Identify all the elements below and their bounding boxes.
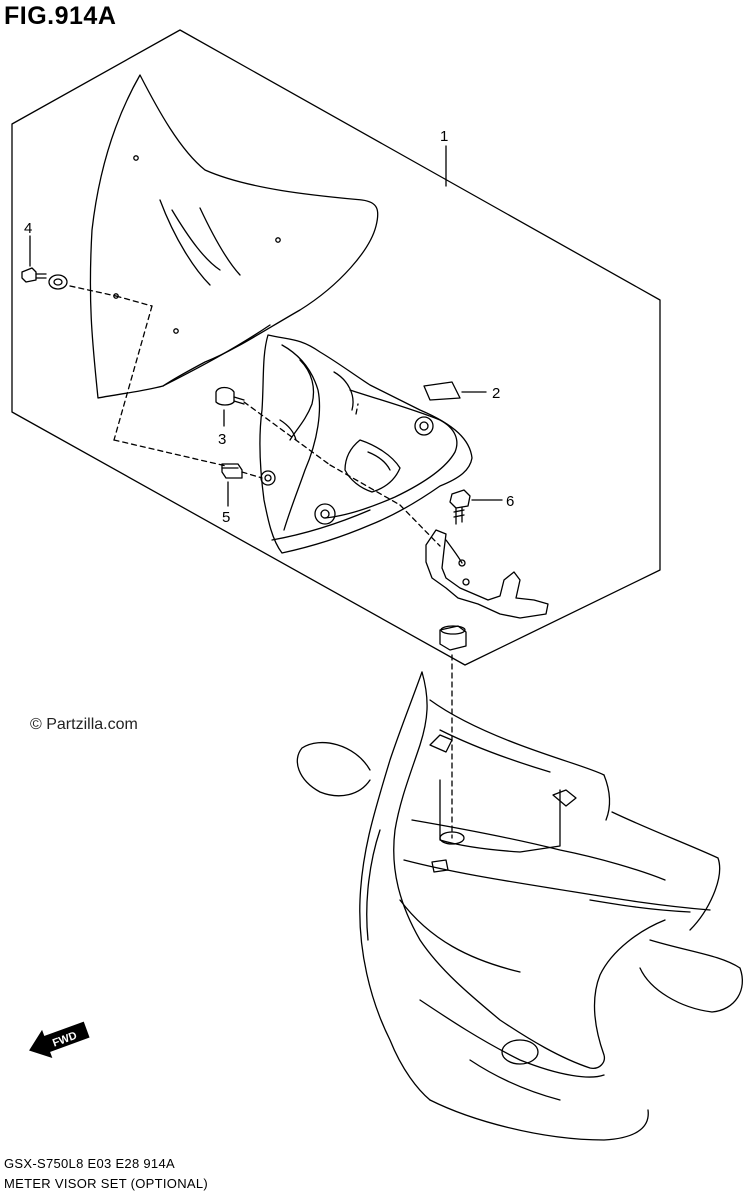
leader-lines: [29, 145, 503, 507]
bolt-part-6[interactable]: [449, 489, 471, 525]
callout-2: 2: [492, 385, 500, 402]
callout-1: 1: [440, 128, 448, 145]
callout-3: 3: [218, 431, 226, 448]
pad-part[interactable]: [423, 381, 461, 401]
watermark-text: © Partzilla.com: [30, 716, 138, 733]
windscreen-part[interactable]: [89, 74, 379, 399]
visor-bracket-part[interactable]: [259, 334, 473, 554]
callout-6: 6: [506, 493, 514, 510]
callout-5: 5: [222, 509, 230, 526]
well-nut-part[interactable]: [48, 274, 68, 290]
screw-part-3[interactable]: [215, 386, 245, 406]
callout-4: 4: [24, 220, 32, 237]
kit-boundary-box: [11, 29, 661, 666]
footer-model-code: GSX-S750L8 E03 E28 914A: [4, 1156, 175, 1171]
figure-title: FIG.914A: [4, 2, 117, 30]
assembly-lines: [69, 285, 453, 839]
mounting-stay-part[interactable]: [425, 529, 549, 619]
forward-arrow-icon: FWD: [29, 1021, 90, 1059]
collar-part-5[interactable]: [221, 463, 243, 479]
footer-part-name: METER VISOR SET (OPTIONAL): [4, 1176, 209, 1191]
grommet-part[interactable]: [439, 625, 467, 651]
headlight-cowl: [296, 671, 743, 1141]
screw-part-4[interactable]: [21, 267, 47, 283]
